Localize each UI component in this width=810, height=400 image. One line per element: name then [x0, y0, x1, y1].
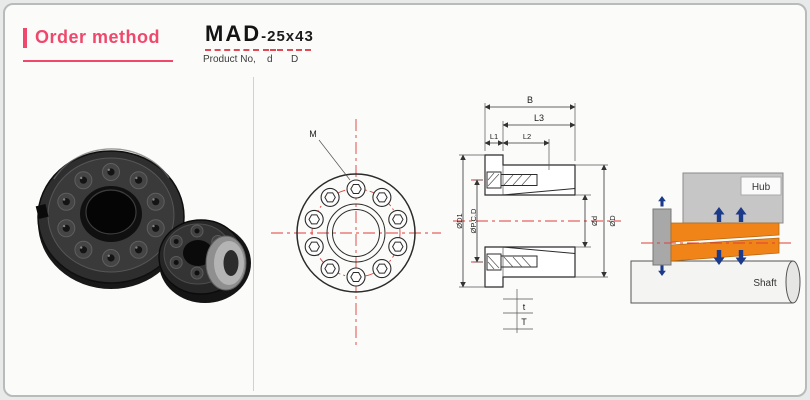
shaft: Shaft	[630, 260, 801, 304]
dash-under-series	[205, 49, 259, 51]
inner-ring-circle	[326, 203, 386, 263]
thread-leader-line	[318, 139, 351, 181]
front-view-svg: M	[271, 119, 441, 345]
dim-D-outer-label: ØD	[608, 215, 617, 227]
dim-D1-label: ØD1	[455, 213, 464, 228]
product-size: -25x43	[261, 28, 314, 45]
upper-wedge-ring	[670, 222, 780, 243]
product-photo	[19, 141, 251, 318]
dim-D-outer: ØD	[575, 164, 617, 278]
outer-diameter-circle	[296, 173, 416, 293]
collar	[652, 208, 672, 266]
dim-L3-label: L3	[534, 113, 544, 123]
screw-section-top	[486, 171, 538, 189]
lower-wedge-ring	[670, 237, 780, 262]
product-code-dashes	[205, 49, 317, 67]
dim-L2: L2	[502, 132, 550, 170]
centerlines	[271, 119, 441, 345]
section-view-svg: B L3 L1 L2 ØD1	[453, 95, 621, 333]
dim-B: B	[484, 95, 576, 161]
dim-PCD: ØP.C.D	[469, 179, 483, 263]
page-title: Order method	[35, 27, 161, 47]
accent-bar	[23, 27, 27, 48]
dim-L1-label: L1	[490, 132, 498, 141]
dim-L2-label: L2	[523, 132, 531, 141]
locking-device-photo	[35, 148, 251, 303]
dim-d: Ød	[575, 194, 599, 248]
section-header: Order method	[23, 27, 160, 48]
dim-B-label: B	[527, 95, 533, 105]
dim-L3: L3	[502, 113, 576, 151]
dim-PCD-label: ØP.C.D	[469, 208, 478, 233]
dim-t-label: t	[523, 302, 526, 312]
assembly-schematic: Shaft Hub	[627, 163, 805, 316]
hub: Hub	[682, 172, 784, 224]
hub-label: Hub	[752, 182, 771, 193]
assembly-svg: Shaft Hub	[630, 172, 801, 304]
title-underline	[23, 60, 173, 62]
product-code: MAD-25x43	[205, 21, 314, 47]
screw-section-bottom	[486, 253, 538, 271]
locking-assembly-large	[35, 148, 185, 289]
product-no-label: Product No,	[203, 54, 256, 65]
thread-size-label: M	[309, 129, 317, 139]
dim-d-label: d	[267, 54, 273, 65]
shaft-label: Shaft	[753, 278, 777, 289]
dash-under-D	[287, 49, 311, 51]
dim-T-label: T	[521, 317, 527, 327]
dim-t-T: t T	[503, 289, 533, 333]
product-code-block: MAD-25x43 Product No, d D	[203, 21, 314, 65]
bore-circle	[332, 209, 380, 257]
section-view-drawing: B L3 L1 L2 ØD1	[451, 91, 626, 356]
dim-d-label: Ød	[590, 216, 599, 226]
front-view-drawing: M	[261, 113, 451, 353]
dash-under-d	[263, 49, 283, 51]
locking-assembly-small	[158, 219, 251, 303]
dim-D-label: D	[291, 54, 299, 65]
dim-L1: L1	[484, 132, 504, 146]
vertical-divider	[253, 77, 254, 391]
product-series: MAD	[205, 21, 262, 46]
dim-D1: ØD1	[455, 154, 485, 288]
order-method-card: Order method MAD-25x43 Product No, d D	[3, 3, 807, 397]
